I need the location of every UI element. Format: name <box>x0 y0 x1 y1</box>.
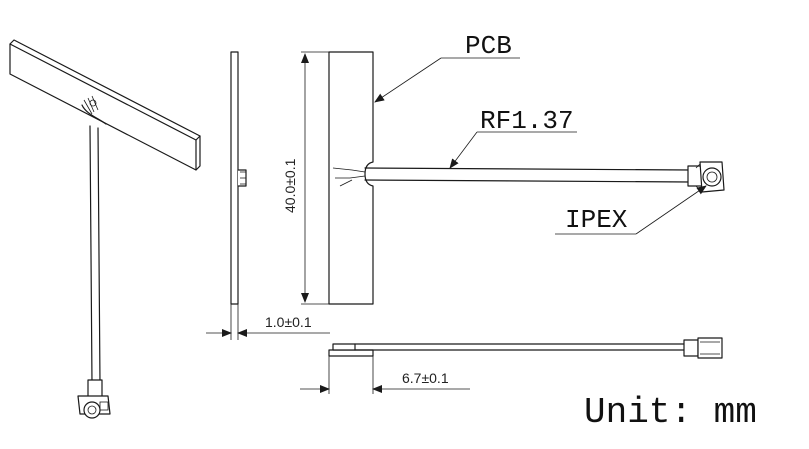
bottom-pcb <box>328 349 374 357</box>
height-label: 6.7±0.1 <box>402 370 449 386</box>
bottom-view <box>328 337 723 359</box>
thickness-dimension <box>206 304 330 340</box>
iso-notch <box>81 104 107 125</box>
pcb-label: PCB <box>465 31 512 61</box>
front-cable <box>364 167 691 171</box>
pcb-leader <box>374 57 520 103</box>
side-pcb <box>230 51 239 305</box>
ipex-leader <box>555 185 707 235</box>
iso-cable <box>89 125 93 385</box>
unit-label: Unit: mm <box>584 392 757 433</box>
front-view <box>328 51 725 305</box>
front-ipex-connector <box>687 161 725 193</box>
length-dimension <box>301 51 329 305</box>
iso-pcb-bar <box>9 43 197 171</box>
isometric-view <box>9 39 201 419</box>
side-view <box>230 51 247 305</box>
cable-leader <box>449 131 577 169</box>
iso-ipex-connector <box>77 379 111 419</box>
length-label: 40.0±0.1 <box>282 158 298 213</box>
cable-label: RF1.37 <box>480 106 574 136</box>
height-dimension <box>300 356 470 394</box>
thickness-label: 1.0±0.1 <box>265 314 312 330</box>
ipex-label: IPEX <box>565 205 628 235</box>
